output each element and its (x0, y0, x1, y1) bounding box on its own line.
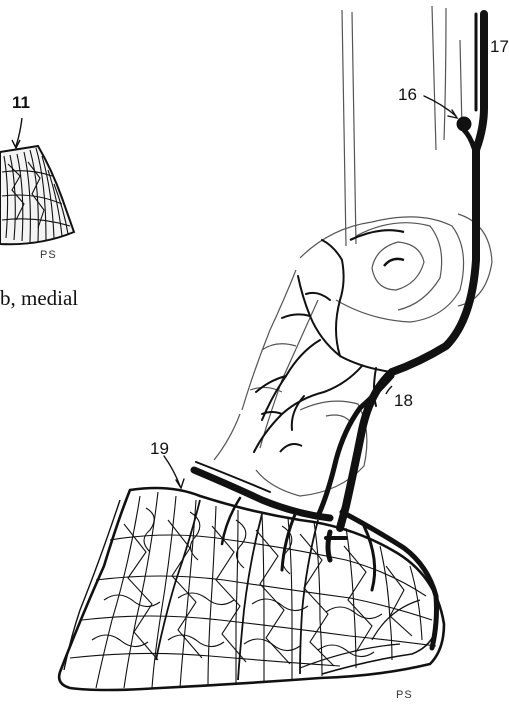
label-11: 11 (12, 94, 30, 111)
pastern-branch-vessels (254, 240, 392, 452)
main-digital-artery (164, 14, 484, 648)
label-18: 18 (394, 392, 413, 409)
artist-signature-bottom: PS (396, 690, 413, 701)
label-16: 16 (398, 86, 417, 103)
label-19: 19 (150, 440, 169, 457)
hoof-vascular-network (59, 488, 444, 690)
figure-caption: b, medial (0, 288, 78, 309)
label-17: 17 (490, 38, 509, 55)
hoof-detail-fragment (0, 118, 74, 244)
leader-18 (386, 386, 392, 394)
artist-signature-top: PS (40, 250, 57, 261)
